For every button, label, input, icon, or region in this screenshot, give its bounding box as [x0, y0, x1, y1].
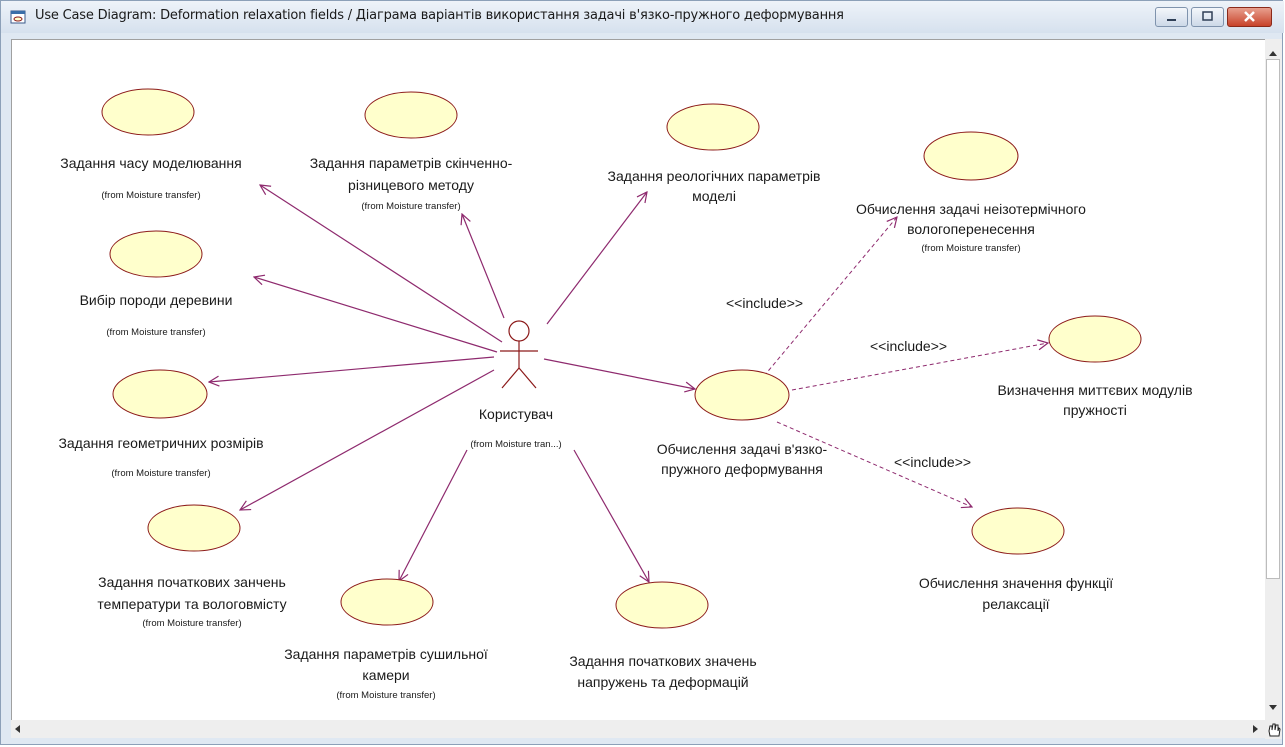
use-case-relaxation-function[interactable]: Обчислення значення функції релаксації	[919, 507, 1113, 612]
use-case-label: камери	[362, 667, 409, 683]
assoc-initial-stress	[573, 449, 649, 582]
use-case-package: (from Moisture transfer)	[921, 243, 1020, 254]
use-case-package: (from Moisture transfer)	[111, 468, 210, 479]
use-case-ellipse	[666, 103, 760, 151]
diagram-window-icon	[10, 10, 26, 24]
use-case-label: Задання часу моделювання	[60, 155, 241, 171]
use-case-instant-elastic-moduli[interactable]: Визначення миттєвих модулів пружності	[997, 315, 1193, 418]
assoc-time	[260, 185, 503, 343]
use-case-label: Задання параметрів скінченно-	[310, 155, 513, 171]
vertical-scrollbar[interactable]	[1265, 39, 1282, 721]
use-case-label: Задання початкових занчень	[98, 574, 286, 590]
use-case-label: різницевого методу	[348, 177, 474, 193]
scroll-left-icon[interactable]	[15, 725, 20, 733]
include-relaxation	[776, 421, 972, 507]
actor-package: (from Moisture tran...)	[470, 439, 561, 450]
use-case-label: Вибір породи деревини	[80, 292, 233, 308]
minimize-button[interactable]	[1155, 7, 1188, 27]
use-case-diagram: <<include>> <<include>> <<include>> Кори…	[58, 88, 1193, 701]
include-label: <<include>>	[894, 454, 971, 470]
assoc-fdm	[462, 214, 505, 319]
include-dependencies: <<include>> <<include>> <<include>>	[726, 217, 1048, 507]
use-case-label: Задання реологічних параметрів	[608, 168, 821, 184]
actor-user[interactable]: Користувач (from Moisture tran...)	[470, 320, 562, 450]
close-icon	[1244, 11, 1255, 22]
use-case-initial-temperature-moisture[interactable]: Задання початкових занчень температури т…	[97, 504, 287, 629]
use-case-package: (from Moisture transfer)	[142, 618, 241, 629]
use-case-ellipse	[971, 507, 1065, 555]
assoc-dryer	[399, 449, 468, 581]
use-case-label: Визначення миттєвих модулів	[997, 382, 1192, 398]
window-title: Use Case Diagram: Deformation relaxation…	[35, 8, 844, 23]
use-case-ellipse	[112, 369, 208, 419]
maximize-icon	[1202, 11, 1213, 21]
use-case-label: температури та вологовмісту	[97, 596, 286, 612]
use-case-label: релаксації	[982, 596, 1049, 612]
include-moduli	[791, 343, 1048, 391]
use-case-package: (from Moisture transfer)	[101, 190, 200, 201]
use-case-label: Обчислення задачі неізотермічного	[856, 201, 1086, 217]
use-case-label: Обчислення значення функції	[919, 575, 1113, 591]
use-case-viscoelastic-deformation[interactable]: Обчислення задачі в'язко- пружного дефор…	[657, 369, 828, 477]
scroll-up-icon[interactable]	[1269, 51, 1277, 56]
use-case-fdm-parameters[interactable]: Задання параметрів скінченно- різницевог…	[310, 91, 513, 212]
assoc-geometry	[209, 356, 495, 382]
use-case-nonisothermal-moisture-transfer[interactable]: Обчислення задачі неізотермічного волого…	[856, 131, 1086, 254]
scroll-right-icon[interactable]	[1253, 725, 1258, 733]
use-case-ellipse	[694, 369, 790, 421]
use-case-ellipse	[615, 581, 709, 629]
assoc-rheo	[546, 192, 647, 325]
use-case-dryer-parameters[interactable]: Задання параметрів сушильної камери (fro…	[284, 578, 488, 701]
use-case-label: пружності	[1063, 402, 1127, 418]
diagram-canvas[interactable]: <<include>> <<include>> <<include>> Кори…	[11, 39, 1266, 721]
assoc-viscoelastic	[543, 358, 695, 389]
use-case-label: пружного деформування	[661, 461, 823, 477]
scroll-down-icon[interactable]	[1269, 705, 1277, 710]
use-case-label: напружень та деформацій	[577, 674, 748, 690]
minimize-icon	[1167, 19, 1176, 21]
use-case-package: (from Moisture transfer)	[361, 201, 460, 212]
use-case-wood-species[interactable]: Вибір породи деревини (from Moisture tra…	[80, 230, 233, 338]
associations	[209, 185, 695, 582]
use-case-label: вологоперенесення	[907, 221, 1035, 237]
hand-pan-icon[interactable]	[1265, 721, 1282, 739]
use-case-label: Обчислення задачі в'язко-	[657, 441, 828, 457]
use-case-package: (from Moisture transfer)	[106, 327, 205, 338]
use-case-time[interactable]: Задання часу моделювання (from Moisture …	[60, 88, 242, 201]
assoc-initial-temp	[240, 369, 495, 510]
assoc-species	[254, 277, 498, 353]
use-case-rheological-parameters[interactable]: Задання реологічних параметрів моделі	[608, 103, 821, 204]
use-case-ellipse	[101, 88, 195, 136]
actor-name: Користувач	[479, 406, 553, 422]
use-case-package: (from Moisture transfer)	[336, 690, 435, 701]
use-case-ellipse	[364, 91, 458, 139]
use-case-label: моделі	[692, 188, 736, 204]
include-label: <<include>>	[726, 295, 803, 311]
actor-stick-figure-icon	[500, 320, 538, 389]
use-case-ellipse	[109, 230, 203, 278]
vertical-scroll-thumb[interactable]	[1266, 59, 1280, 579]
use-case-initial-stress-strain[interactable]: Задання початкових значень напружень та …	[569, 581, 757, 690]
title-bar[interactable]: Use Case Diagram: Deformation relaxation…	[1, 1, 1284, 33]
use-case-ellipse	[147, 504, 241, 552]
maximize-button[interactable]	[1191, 7, 1224, 27]
include-label: <<include>>	[870, 338, 947, 354]
use-case-geometric-dimensions[interactable]: Задання геометричних розмірів (from Mois…	[58, 369, 264, 479]
close-button[interactable]	[1227, 7, 1272, 27]
use-case-label: Задання початкових значень	[569, 653, 756, 669]
use-case-ellipse	[1048, 315, 1142, 363]
use-case-ellipse	[923, 131, 1019, 181]
use-case-label: Задання геометричних розмірів	[58, 435, 263, 451]
use-case-ellipse	[340, 578, 434, 626]
horizontal-scrollbar[interactable]	[11, 720, 1265, 738]
use-case-label: Задання параметрів сушильної	[284, 646, 488, 662]
